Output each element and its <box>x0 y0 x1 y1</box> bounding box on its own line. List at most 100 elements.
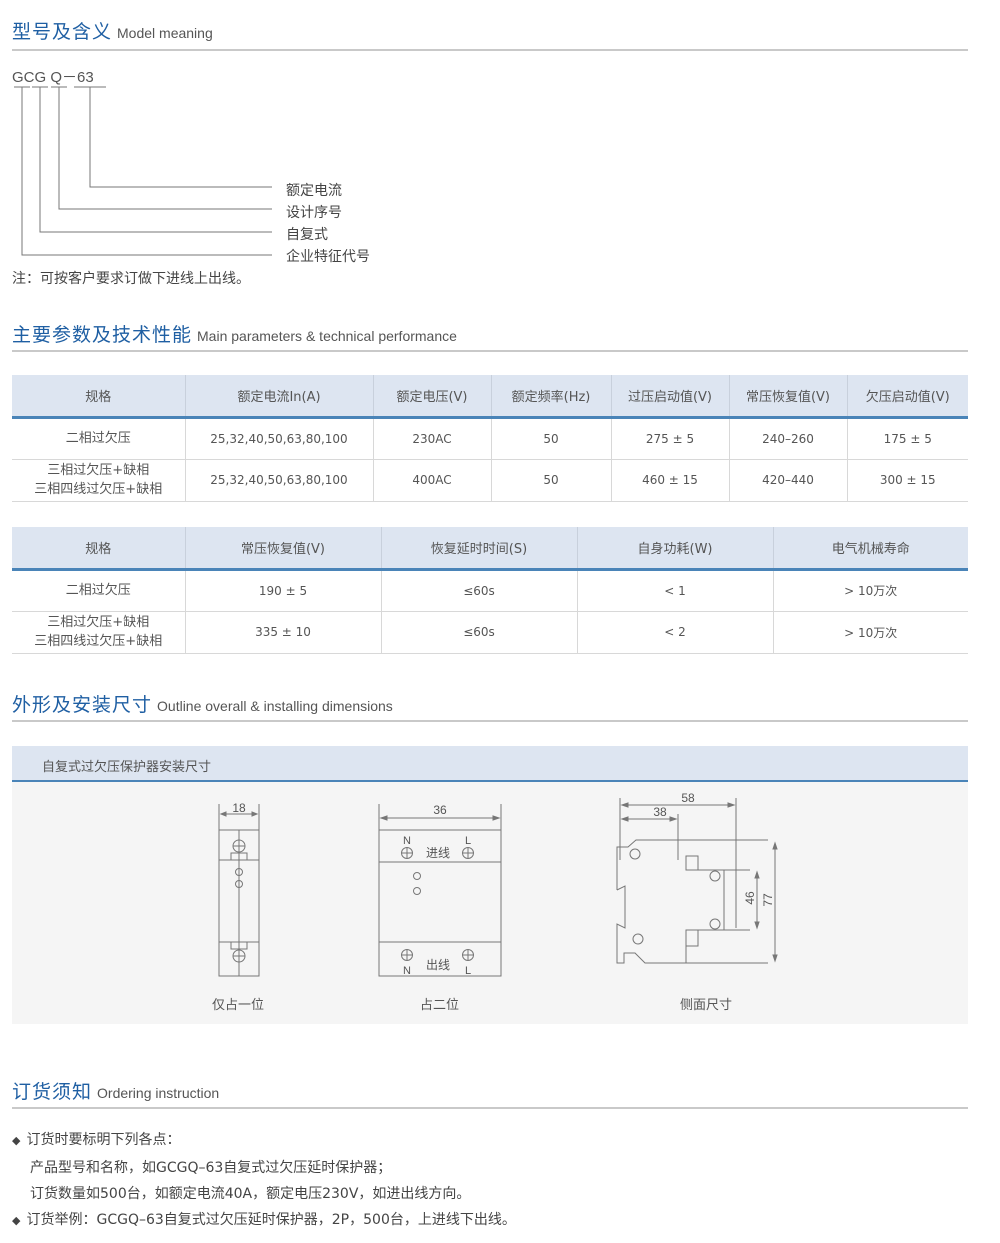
table-row: 二相过欠压 190 ± 5 ≤60s < 1 > 10万次 <box>12 569 968 612</box>
service-life-cell: > 10万次 <box>772 611 968 654</box>
column-header: 电气机械寿命 <box>772 527 968 571</box>
order-item-text: 订货时要标明下列各点： <box>26 1132 181 1148</box>
column-header: 额定电流In(A) <box>184 375 373 419</box>
rated-frequency-cell: 50 <box>490 417 611 460</box>
section-divider <box>12 1107 968 1109</box>
width-38-label: 38 <box>653 805 667 819</box>
power-consumption-cell: < 1 <box>576 569 773 612</box>
side-view-drawing: 58 38 46 77 <box>616 791 778 964</box>
recovery-voltage-cell: 420–440 <box>728 459 847 502</box>
model-label-rated-current: 额定电流 <box>286 183 342 199</box>
params-table-1: 规格 额定电流In(A) 额定电压(V) 额定频率(Hz) 过压启动值(V) 常… <box>12 375 968 502</box>
terminal-n-label: N <box>403 965 411 977</box>
rated-voltage-cell: 230AC <box>372 417 491 460</box>
rated-voltage-cell: 400AC <box>372 459 491 502</box>
section-divider <box>12 720 968 722</box>
table-row: 二相过欠压 25,32,40,50,63,80,100 230AC 50 275… <box>12 417 968 460</box>
column-header: 规格 <box>12 375 185 419</box>
column-header: 额定频率(Hz) <box>490 375 611 419</box>
order-item: ◆ 订货时要标明下列各点： <box>12 1129 180 1149</box>
rated-current-cell: 25,32,40,50,63,80,100 <box>184 417 373 460</box>
spec-cell: 三相过欠压+缺相三相四线过欠压+缺相 <box>12 611 185 654</box>
model-label-self-reset: 自复式 <box>286 227 328 243</box>
spec-cell: 二相过欠压 <box>12 417 185 460</box>
model-note: 注：可按客户要求订做下进线上出线。 <box>12 271 250 287</box>
diamond-bullet-icon: ◆ <box>12 1214 21 1227</box>
terminal-n-label: N <box>403 835 411 847</box>
recovery-voltage-cell: 240–260 <box>728 417 847 460</box>
terminal-l-label: L <box>465 835 471 847</box>
power-consumption-cell: < 2 <box>576 611 773 654</box>
section-title-params: 主要参数及技术性能 Main parameters & technical pe… <box>12 320 457 347</box>
rated-current-cell: 25,32,40,50,63,80,100 <box>184 459 373 502</box>
outgoing-line-label: 出线 <box>426 958 450 972</box>
model-label-design-number: 设计序号 <box>286 205 342 221</box>
service-life-cell: > 10万次 <box>772 569 968 612</box>
height-77-label: 77 <box>761 893 775 907</box>
width-dimension-label: 18 <box>232 801 246 815</box>
spec-line: 二相过欠压 <box>65 431 131 446</box>
order-item: 订货数量如500台，如额定电流40A，额定电压230V，如进出线方向。 <box>30 1183 470 1203</box>
section-title-cn: 主要参数及技术性能 <box>12 324 193 346</box>
section-title-cn: 订货须知 <box>12 1081 93 1103</box>
spec-line: 三相过欠压+缺相 <box>47 615 150 630</box>
side-view-caption: 侧面尺寸 <box>680 998 733 1013</box>
column-header: 欠压启动值(V) <box>846 375 968 419</box>
column-header: 规格 <box>12 527 185 571</box>
two-pole-caption: 占二位 <box>420 998 460 1013</box>
table-row: 三相过欠压+缺相三相四线过欠压+缺相 335 ± 10 ≤60s < 2 > 1… <box>12 611 968 654</box>
spec-cell: 二相过欠压 <box>12 569 185 612</box>
section-title-ordering: 订货须知 Ordering instruction <box>12 1077 219 1104</box>
spec-line: 三相四线过欠压+缺相 <box>34 634 163 649</box>
terminal-l-label: L <box>465 965 471 977</box>
rated-frequency-cell: 50 <box>490 459 611 502</box>
section-title-outline: 外形及安装尺寸 Outline overall & installing dim… <box>12 690 393 717</box>
section-title-en: Model meaning <box>117 25 213 41</box>
recovery-voltage-cell: 190 ± 5 <box>184 569 381 612</box>
undervoltage-cell: 175 ± 5 <box>846 417 968 460</box>
column-header: 自身功耗(W) <box>576 527 773 571</box>
table-header-row: 规格 额定电流In(A) 额定电压(V) 额定频率(Hz) 过压启动值(V) 常… <box>12 375 968 419</box>
spec-cell: 三相过欠压+缺相三相四线过欠压+缺相 <box>12 459 185 502</box>
column-header: 过压启动值(V) <box>610 375 729 419</box>
section-title-cn: 外形及安装尺寸 <box>12 694 153 716</box>
diamond-bullet-icon: ◆ <box>12 1134 21 1147</box>
section-title-cn: 型号及含义 <box>12 21 113 43</box>
undervoltage-cell: 300 ± 15 <box>846 459 968 502</box>
dimension-panel-title: 自复式过欠压保护器安装尺寸 <box>42 760 212 775</box>
table-row: 三相过欠压+缺相三相四线过欠压+缺相 25,32,40,50,63,80,100… <box>12 459 968 502</box>
order-item: 产品型号和名称，如GCGQ–63自复式过欠压延时保护器； <box>30 1157 391 1177</box>
model-code-diagram <box>14 86 272 256</box>
column-header: 恢复延时时间(S) <box>380 527 577 571</box>
order-item-text: 产品型号和名称，如GCGQ–63自复式过欠压延时保护器； <box>30 1160 392 1176</box>
one-pole-drawing: 18 <box>218 801 260 977</box>
column-header: 额定电压(V) <box>372 375 491 419</box>
section-divider <box>12 350 968 352</box>
overvoltage-cell: 460 ± 15 <box>610 459 729 502</box>
one-pole-caption: 仅占一位 <box>212 998 265 1013</box>
order-item-text: 订货举例：GCGQ–63自复式过欠压延时保护器，2P，500台，上进线下出线。 <box>26 1212 516 1228</box>
model-code: GCG Q－63 <box>12 69 94 86</box>
spec-line: 二相过欠压 <box>65 583 131 598</box>
dimension-panel-header: 自复式过欠压保护器安装尺寸 <box>12 746 968 782</box>
dimension-panel: 自复式过欠压保护器安装尺寸 18 仅占一位 <box>12 746 968 1024</box>
model-label-enterprise-code: 企业特征代号 <box>286 249 370 265</box>
order-item: ◆ 订货举例：GCGQ–63自复式过欠压延时保护器，2P，500台，上进线下出线。 <box>12 1209 516 1229</box>
height-46-label: 46 <box>743 891 757 905</box>
table-header-row: 规格 常压恢复值(V) 恢复延时时间(S) 自身功耗(W) 电气机械寿命 <box>12 527 968 571</box>
width-58-label: 58 <box>681 791 695 805</box>
spec-line: 三相过欠压+缺相 <box>47 463 150 478</box>
section-title-model: 型号及含义 Model meaning <box>12 17 213 44</box>
recovery-voltage-cell: 335 ± 10 <box>184 611 381 654</box>
spec-line: 三相四线过欠压+缺相 <box>34 482 163 497</box>
params-table-2: 规格 常压恢复值(V) 恢复延时时间(S) 自身功耗(W) 电气机械寿命 二相过… <box>12 527 968 654</box>
width-dimension-label: 36 <box>433 803 447 817</box>
recovery-delay-cell: ≤60s <box>380 569 577 612</box>
recovery-delay-cell: ≤60s <box>380 611 577 654</box>
overvoltage-cell: 275 ± 5 <box>610 417 729 460</box>
section-title-en: Ordering instruction <box>97 1085 220 1101</box>
order-item-text: 订货数量如500台，如额定电流40A，额定电压230V，如进出线方向。 <box>30 1186 471 1202</box>
section-title-en: Outline overall & installing dimensions <box>157 698 393 714</box>
two-pole-drawing: 36 N L 进线 出线 N L <box>378 803 502 977</box>
column-header: 常压恢复值(V) <box>184 527 381 571</box>
